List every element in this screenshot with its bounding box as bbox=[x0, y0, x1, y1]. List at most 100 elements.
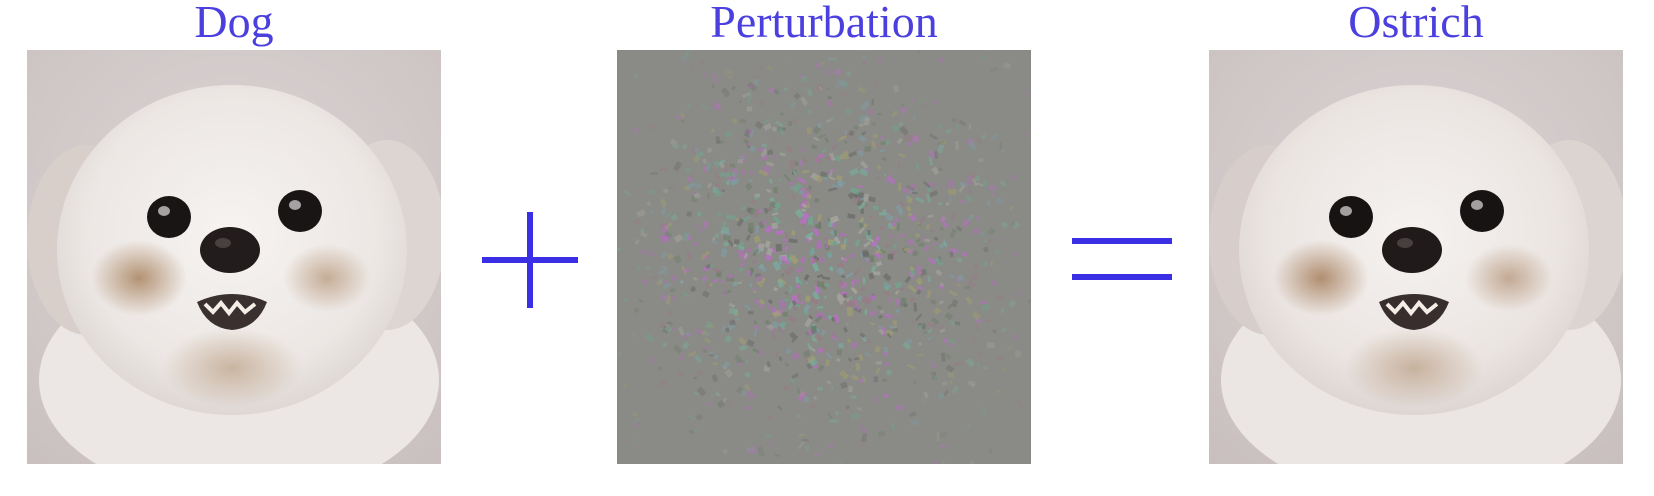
noise-speck bbox=[828, 186, 838, 192]
noise-speck bbox=[639, 230, 648, 239]
noise-speck bbox=[745, 359, 749, 364]
noise-speck bbox=[857, 86, 867, 94]
noise-speck bbox=[917, 50, 921, 54]
noise-speck bbox=[861, 433, 868, 442]
noise-speck bbox=[910, 318, 915, 324]
noise-speck bbox=[885, 209, 889, 214]
noise-speck bbox=[758, 65, 765, 70]
noise-speck bbox=[705, 331, 710, 337]
noise-speck bbox=[758, 221, 765, 229]
noise-speck bbox=[707, 182, 713, 188]
noise-speck bbox=[622, 382, 628, 388]
noise-speck bbox=[801, 208, 807, 213]
noise-speck bbox=[939, 431, 948, 439]
noise-speck bbox=[837, 179, 846, 188]
noise-speck bbox=[967, 279, 976, 288]
noise-speck bbox=[829, 116, 835, 122]
noise-speck bbox=[967, 185, 973, 195]
noise-speck bbox=[660, 233, 670, 244]
ostrich-image bbox=[1209, 50, 1623, 464]
noise-speck bbox=[804, 445, 811, 451]
noise-speck bbox=[999, 141, 1002, 150]
noise-speck bbox=[764, 240, 771, 249]
noise-speck bbox=[823, 347, 827, 351]
noise-speck bbox=[681, 333, 686, 339]
noise-speck bbox=[660, 251, 668, 259]
noise-speck bbox=[778, 177, 783, 182]
noise-speck bbox=[837, 261, 845, 270]
noise-speck bbox=[948, 289, 958, 297]
noise-speck bbox=[827, 95, 832, 100]
noise-speck bbox=[658, 222, 668, 231]
noise-speck bbox=[896, 223, 900, 232]
noise-speck bbox=[811, 325, 817, 334]
noise-speck bbox=[811, 258, 818, 264]
noise-speck bbox=[801, 223, 805, 227]
noise-speck bbox=[725, 327, 730, 333]
noise-speck bbox=[936, 123, 942, 129]
noise-speck bbox=[872, 271, 881, 276]
noise-speck bbox=[748, 84, 754, 90]
noise-speck bbox=[879, 225, 884, 231]
noise-speck bbox=[981, 179, 988, 188]
noise-speck bbox=[754, 272, 762, 278]
noise-speck bbox=[782, 384, 789, 391]
noise-speck bbox=[799, 256, 806, 264]
noise-speck bbox=[925, 193, 932, 203]
noise-speck bbox=[683, 50, 693, 58]
noise-speck bbox=[871, 98, 875, 106]
noise-speck bbox=[830, 241, 838, 246]
noise-speck bbox=[760, 276, 767, 285]
noise-speck bbox=[992, 329, 997, 333]
noise-speck bbox=[814, 158, 820, 163]
noise-speck bbox=[785, 347, 792, 355]
noise-speck bbox=[788, 238, 798, 244]
noise-speck bbox=[1000, 237, 1006, 243]
noise-speck bbox=[667, 309, 673, 316]
noise-speck bbox=[845, 109, 852, 115]
noise-speck bbox=[860, 208, 865, 215]
noise-speck bbox=[883, 346, 889, 354]
noise-speck bbox=[696, 210, 703, 217]
noise-speck bbox=[703, 221, 708, 228]
noise-speck bbox=[849, 186, 861, 195]
noise-speck bbox=[829, 266, 834, 272]
noise-speck bbox=[814, 61, 822, 69]
noise-speck bbox=[981, 303, 991, 311]
noise-speck bbox=[844, 301, 854, 307]
noise-speck bbox=[821, 276, 831, 281]
noise-speck bbox=[819, 171, 828, 178]
noise-speck bbox=[766, 64, 774, 72]
noise-speck bbox=[632, 332, 637, 338]
noise-speck bbox=[854, 239, 861, 247]
noise-speck bbox=[966, 423, 971, 429]
noise-speck bbox=[902, 341, 912, 351]
noise-speck bbox=[716, 399, 726, 409]
noise-speck bbox=[903, 247, 911, 253]
noise-speck bbox=[885, 176, 896, 185]
noise-speck bbox=[752, 248, 759, 257]
noise-speck bbox=[807, 216, 814, 226]
noise-speck bbox=[692, 155, 701, 163]
noise-speck bbox=[755, 276, 761, 283]
noise-speck bbox=[833, 67, 842, 77]
noise-speck bbox=[915, 313, 923, 322]
noise-speck bbox=[659, 265, 668, 270]
noise-speck bbox=[702, 166, 709, 173]
noise-speck bbox=[844, 140, 848, 144]
noise-speck bbox=[623, 189, 632, 197]
noise-speck bbox=[791, 300, 797, 306]
noise-speck bbox=[691, 195, 698, 203]
noise-speck bbox=[777, 279, 784, 288]
noise-speck bbox=[832, 313, 841, 324]
noise-speck bbox=[927, 276, 931, 283]
noise-speck bbox=[939, 284, 943, 289]
noise-speck bbox=[868, 272, 875, 280]
noise-speck bbox=[889, 324, 894, 329]
noise-speck bbox=[775, 243, 783, 252]
noise-speck bbox=[756, 280, 763, 288]
noise-speck bbox=[746, 447, 755, 453]
label-perturbation: Perturbation bbox=[710, 0, 938, 47]
noise-speck bbox=[617, 352, 622, 356]
noise-speck bbox=[905, 205, 912, 212]
